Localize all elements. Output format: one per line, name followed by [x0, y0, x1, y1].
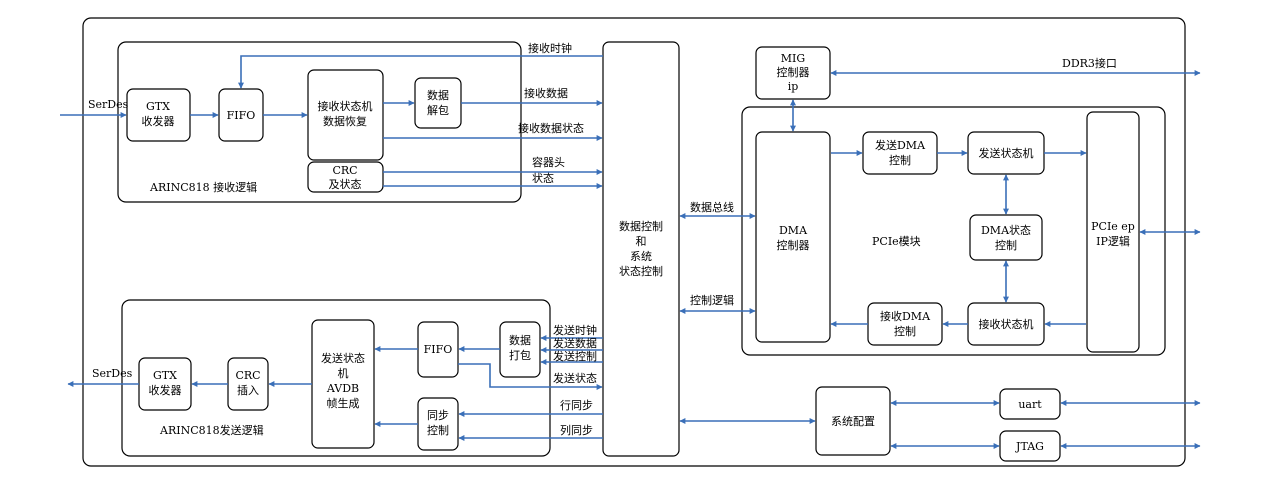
container-header-label: 容器头 — [532, 155, 565, 169]
rx-unpack-block — [414, 77, 462, 129]
tx-crc-label-2: 插入 — [237, 383, 259, 397]
tx-dma-label-2: 控制 — [889, 153, 911, 167]
tx-data-label: 发送数据 — [553, 336, 597, 350]
tx-clock-label: 发送时钟 — [553, 323, 597, 337]
line-sync-label: 行同步 — [560, 399, 593, 412]
dma-state-label-1: DMA状态 — [981, 223, 1031, 237]
dma-state-label-2: 控制 — [995, 238, 1017, 252]
tx-gtx-label-2: 收发器 — [149, 383, 182, 397]
rx-gtx-label-2: 收发器 — [142, 114, 175, 128]
rx-crc-label-1: CRC — [332, 164, 357, 177]
control-logic-label: 控制逻辑 — [690, 293, 734, 307]
data-bus-label: 数据总线 — [690, 200, 734, 214]
tx-gtx-label-1: GTX — [153, 369, 177, 382]
tx-dma-label-1: 发送DMA — [875, 138, 926, 152]
rx-clock-label: 接收时钟 — [528, 41, 572, 55]
center-label-4: 状态控制 — [619, 264, 663, 278]
tx-state-pcie-label: 发送状态机 — [979, 146, 1034, 160]
tx-state-label-1: 发送状态 — [321, 351, 365, 365]
rx-fifo-label: FIFO — [227, 109, 256, 122]
tx-pack-label-1: 数据 — [509, 333, 531, 347]
mig-block — [755, 46, 831, 100]
center-label-1: 数据控制 — [619, 219, 663, 233]
dma-state-block — [969, 214, 1043, 261]
rx-dma-label-1: 接收DMA — [880, 309, 931, 323]
tx-status-arrow — [458, 363, 603, 390]
rx-unpack-label-2: 解包 — [427, 103, 449, 117]
tx-pack-label-2: 打包 — [509, 348, 531, 362]
pcie-ep-label-1: PCIe ep — [1091, 220, 1135, 233]
rx-unpack-label-1: 数据 — [427, 88, 449, 102]
rx-crc-block — [307, 161, 384, 193]
dma-controller-label-2: 控制器 — [777, 238, 810, 252]
rx-state-pcie-label: 接收状态机 — [979, 317, 1034, 331]
rx-module-frame — [117, 41, 522, 203]
tx-state-label-3: AVDB — [326, 382, 359, 395]
mig-label-1: MIG — [781, 52, 805, 65]
rx-data-status-label: 接收数据状态 — [518, 121, 584, 135]
serdes-in-label: SerDes — [88, 98, 129, 111]
tx-status-label: 发送状态 — [553, 371, 597, 385]
rx-clock-arrow — [238, 55, 603, 89]
jtag-label: JTAG — [1015, 440, 1044, 453]
dma-controller-label-1: DMA — [779, 224, 808, 237]
tx-sync-label-2: 控制 — [427, 423, 449, 437]
dma-controller-block — [755, 131, 831, 343]
tx-module-frame — [121, 299, 551, 457]
tx-fifo-label: FIFO — [424, 343, 453, 356]
uart-block — [999, 388, 1061, 420]
rx-state-machine-label-1: 接收状态机 — [318, 99, 373, 113]
rx-gtx-label-1: GTX — [146, 100, 170, 113]
uart-label: uart — [1018, 398, 1042, 411]
center-label-3: 系统 — [630, 250, 652, 263]
rx-dma-label-2: 控制 — [894, 324, 916, 338]
pcie-module-title: PCIe模块 — [872, 235, 921, 248]
ddr3-label: DDR3接口 — [1062, 57, 1117, 70]
pcie-ep-label-2: IP逻辑 — [1096, 234, 1130, 248]
tx-module-title: ARINC818发送逻辑 — [159, 423, 264, 437]
outer-frame — [82, 17, 1186, 467]
status-label: 状态 — [532, 171, 554, 185]
jtag-block — [999, 430, 1061, 462]
tx-sync-label-1: 同步 — [427, 409, 449, 422]
rx-crc-label-2: 及状态 — [329, 177, 362, 191]
tx-control-label: 发送控制 — [553, 349, 597, 363]
column-sync-label: 列同步 — [560, 423, 593, 437]
rx-module-title: ARINC818 接收逻辑 — [149, 180, 257, 194]
center-label-2: 和 — [636, 235, 647, 248]
rx-data-label: 接收数据 — [524, 86, 568, 100]
tx-crc-label-1: CRC — [235, 369, 260, 382]
center-control-block — [602, 41, 680, 457]
sys-config-label: 系统配置 — [831, 415, 875, 428]
rx-state-machine-block — [307, 69, 384, 161]
sys-config-block — [815, 386, 891, 456]
tx-state-label-4: 帧生成 — [327, 396, 360, 410]
tx-state-label-2: 机 — [338, 366, 349, 380]
rx-state-machine-label-2: 数据恢复 — [323, 114, 367, 128]
mig-label-2: 控制器 — [777, 65, 810, 79]
pcie-ep-block — [1086, 111, 1140, 353]
mig-label-3: ip — [788, 80, 799, 93]
serdes-out-label: SerDes — [92, 367, 133, 380]
